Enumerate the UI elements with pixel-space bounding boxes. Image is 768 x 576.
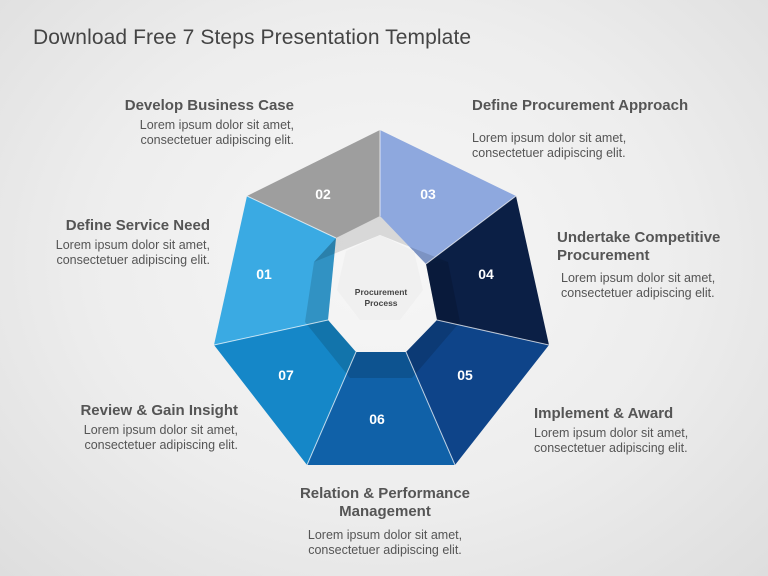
step-06-desc-line2: consectetuer adipiscing elit. (308, 543, 462, 557)
center-hub (337, 235, 423, 320)
center-label-line1: Procurement (355, 287, 408, 297)
inner-shade-04 (426, 262, 460, 322)
step-05-desc: Lorem ipsum dolor sit amet, consectetuer… (534, 426, 688, 456)
step-07-desc-line2: consectetuer adipiscing elit. (84, 438, 238, 452)
step-06-title: Relation & Performance Management (250, 485, 520, 521)
step-02-desc: Lorem ipsum dolor sit amet, consectetuer… (140, 118, 294, 148)
inner-shade-03 (380, 216, 448, 264)
center-label-line2: Process (364, 298, 397, 308)
step-02-title: Develop Business Case (124, 97, 294, 114)
segment-number-05: 05 (457, 367, 473, 383)
inner-shade-01 (305, 238, 336, 322)
step-06-title-line2: Management (339, 503, 431, 520)
step-03-desc: Lorem ipsum dolor sit amet, consectetuer… (472, 131, 626, 161)
step-02-desc-line1: Lorem ipsum dolor sit amet, (139, 118, 294, 132)
step-05-desc-line2: consectetuer adipiscing elit. (534, 441, 688, 455)
step-02-desc-line2: consectetuer adipiscing elit. (140, 133, 294, 147)
step-04-title: Undertake Competitive Procurement (557, 229, 720, 265)
step-04-title-line1: Undertake Competitive (557, 229, 721, 246)
segment-number-04: 04 (478, 266, 494, 282)
segment-01[interactable] (214, 196, 336, 345)
segment-borders (213, 130, 550, 466)
segment-02[interactable] (247, 130, 380, 238)
step-06-desc: Lorem ipsum dolor sit amet, consectetuer… (250, 528, 520, 558)
segment-number-03: 03 (420, 186, 436, 202)
step-03-desc-line1: Lorem ipsum dolor sit amet, (472, 131, 627, 145)
segment-number-02: 02 (315, 186, 331, 202)
step-04-desc-line1: Lorem ipsum dolor sit amet, (561, 271, 716, 285)
step-07-title: Review & Gain Insight (80, 402, 238, 419)
step-03-title: Define Procurement Approach (472, 97, 689, 114)
inner-shade-06 (350, 352, 412, 378)
step-05-title: Implement & Award (534, 405, 674, 422)
step-01-desc-line2: consectetuer adipiscing elit. (56, 253, 210, 267)
step-07-desc: Lorem ipsum dolor sit amet, consectetuer… (84, 423, 238, 453)
inner-shade-05 (406, 320, 460, 378)
step-01-title: Define Service Need (65, 217, 210, 234)
segment-number-01: 01 (256, 266, 272, 282)
step-06-title-line1: Relation & Performance (299, 485, 471, 502)
step-04-desc: Lorem ipsum dolor sit amet, consectetuer… (561, 271, 715, 301)
step-01-desc: Lorem ipsum dolor sit amet, consectetuer… (56, 238, 210, 268)
inner-shade-02 (314, 216, 380, 262)
step-07-desc-line1: Lorem ipsum dolor sit amet, (83, 423, 238, 437)
step-04-title-line2: Procurement (557, 247, 650, 264)
page-title: Download Free 7 Steps Presentation Templ… (33, 26, 472, 49)
step-01-desc-line1: Lorem ipsum dolor sit amet, (55, 238, 210, 252)
step-03-desc-line2: consectetuer adipiscing elit. (472, 146, 626, 160)
segment-07[interactable] (214, 320, 356, 465)
step-04-desc-line2: consectetuer adipiscing elit. (561, 286, 715, 300)
step-05-desc-line1: Lorem ipsum dolor sit amet, (534, 426, 689, 440)
segment-number-06: 06 (369, 411, 385, 427)
segment-number-07: 07 (278, 367, 294, 383)
segment-05[interactable] (406, 320, 549, 465)
inner-shade-07 (305, 320, 356, 378)
segment-03[interactable] (380, 130, 516, 264)
segment-04[interactable] (426, 196, 549, 345)
step-06-desc-line1: Lorem ipsum dolor sit amet, (307, 528, 463, 542)
